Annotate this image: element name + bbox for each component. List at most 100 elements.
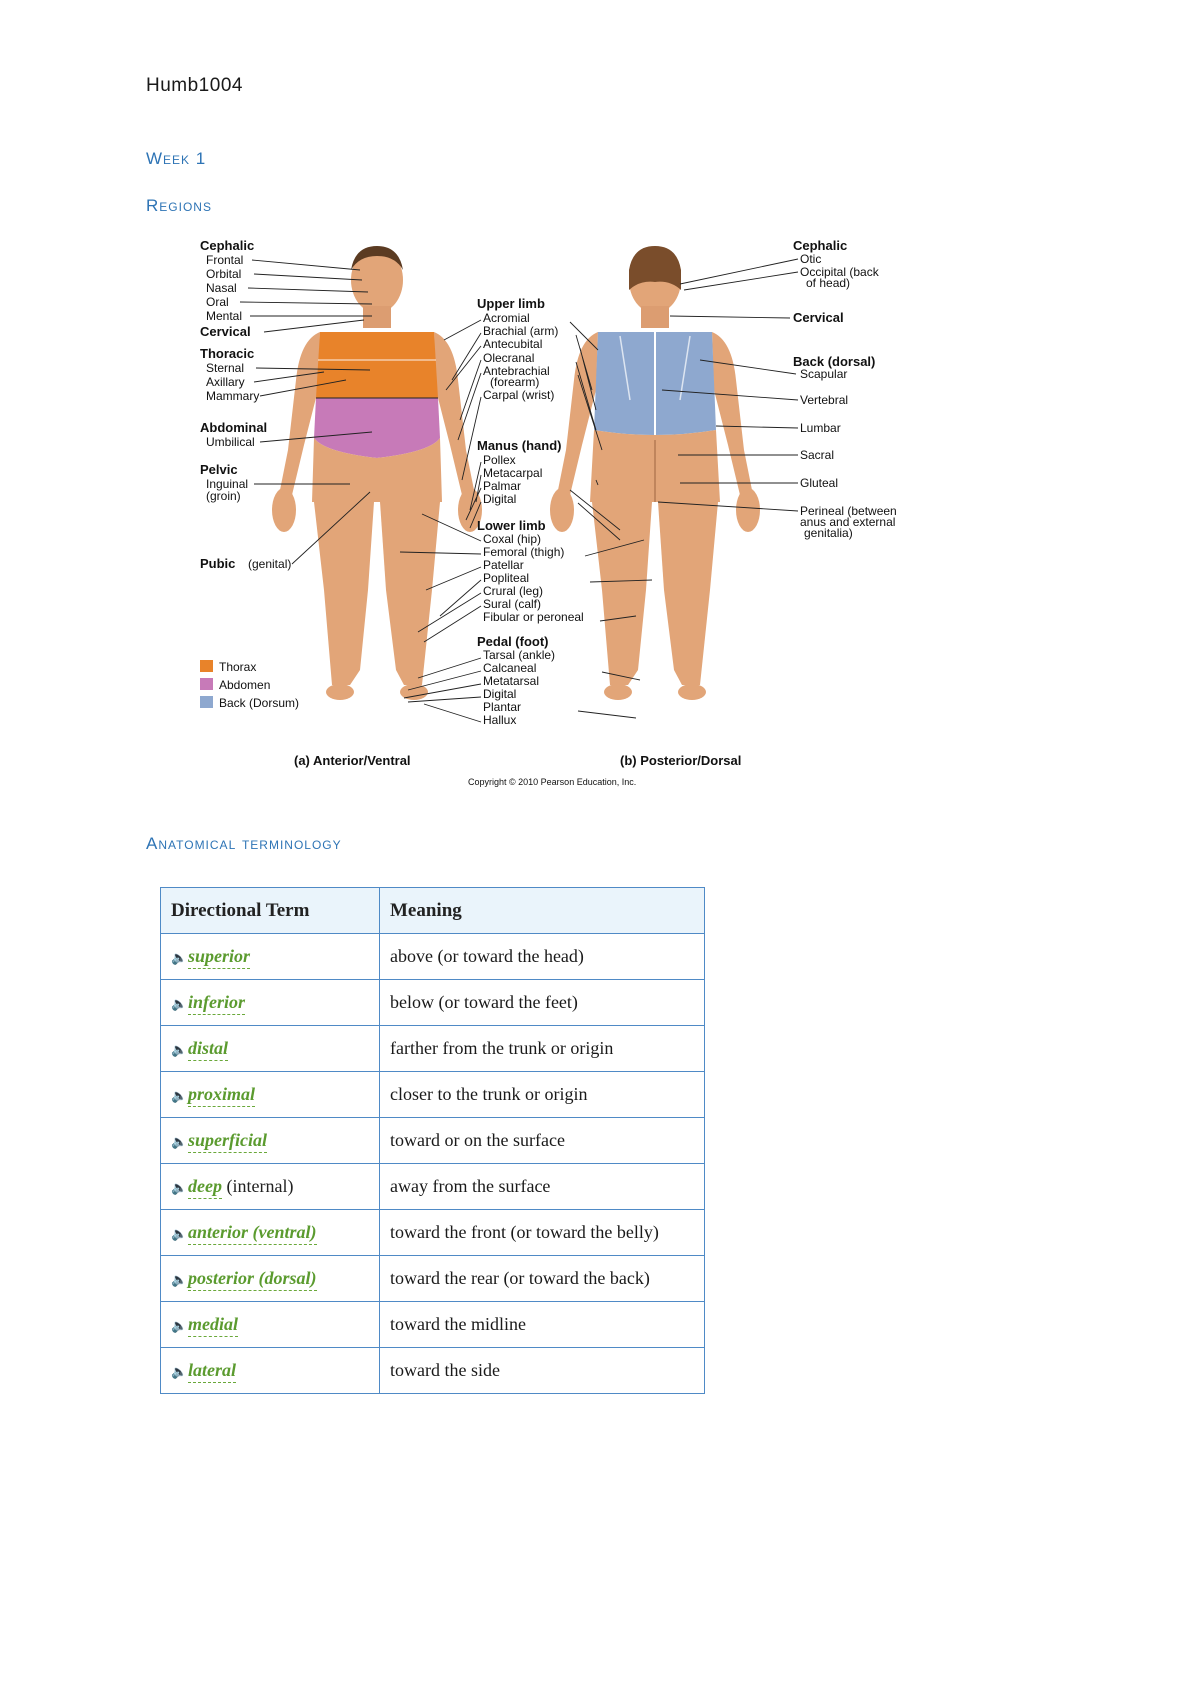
- table-row: 🔈inferior below (or toward the feet): [161, 980, 705, 1026]
- speaker-icon[interactable]: 🔈: [171, 1088, 188, 1104]
- label-axillary: Axillary: [206, 375, 245, 389]
- legend-label-thorax: Thorax: [219, 660, 256, 674]
- speaker-icon[interactable]: 🔈: [171, 1318, 188, 1334]
- speaker-icon[interactable]: 🔈: [171, 1180, 188, 1196]
- figure-copyright: Copyright © 2010 Pearson Education, Inc.: [468, 777, 636, 787]
- label-digital: Digital: [483, 492, 516, 506]
- label-lumbar: Lumbar: [800, 421, 841, 435]
- label-abdominal: Abdominal: [200, 420, 267, 435]
- term-link[interactable]: medial: [188, 1314, 238, 1337]
- label-palmar: Palmar: [483, 479, 521, 493]
- term-link[interactable]: anterior (ventral): [188, 1222, 317, 1245]
- label-metacarpal: Metacarpal: [483, 466, 542, 480]
- term-cell: 🔈anterior (ventral): [161, 1210, 380, 1256]
- label-gluteal: Gluteal: [800, 476, 838, 490]
- meaning-cell: toward the front (or toward the belly): [380, 1210, 705, 1256]
- label-lower-limb: Lower limb: [477, 518, 546, 533]
- label-femoral: Femoral (thigh): [483, 545, 564, 559]
- label-hallux: Hallux: [483, 713, 516, 727]
- speaker-icon[interactable]: 🔈: [171, 1226, 188, 1242]
- term-link[interactable]: proximal: [188, 1084, 255, 1107]
- table-row: 🔈proximal closer to the trunk or origin: [161, 1072, 705, 1118]
- label-pubic-note: (genital): [248, 557, 291, 571]
- label-crural: Crural (leg): [483, 584, 543, 598]
- legend-label-back: Back (Dorsum): [219, 696, 299, 710]
- table-row: 🔈superficial toward or on the surface: [161, 1118, 705, 1164]
- label-olecranal: Olecranal: [483, 351, 534, 365]
- speaker-icon[interactable]: 🔈: [171, 1272, 188, 1288]
- term-link[interactable]: inferior: [188, 992, 245, 1015]
- heading-terminology: Anatomical terminology: [146, 834, 342, 854]
- label-upper-limb: Upper limb: [477, 296, 545, 311]
- table-body: 🔈superior above (or toward the head) 🔈in…: [161, 934, 705, 1394]
- meaning-cell: farther from the trunk or origin: [380, 1026, 705, 1072]
- speaker-icon[interactable]: 🔈: [171, 1042, 188, 1058]
- meaning-cell: toward or on the surface: [380, 1118, 705, 1164]
- label-oral: Oral: [206, 295, 229, 309]
- label-metatarsal: Metatarsal: [483, 674, 539, 688]
- label-pollex: Pollex: [483, 453, 516, 467]
- region-legend: Thorax Abdomen Back (Dorsum): [200, 660, 299, 710]
- term-link[interactable]: deep: [188, 1176, 222, 1199]
- label-fibular: Fibular or peroneal: [483, 610, 584, 624]
- label-manus: Manus (hand): [477, 438, 562, 453]
- directional-terms-table: Directional Term Meaning 🔈superior above…: [160, 887, 705, 1394]
- label-cervical: Cervical: [200, 324, 251, 339]
- term-cell: 🔈inferior: [161, 980, 380, 1026]
- legend-swatch-abdomen: [200, 678, 213, 690]
- meaning-cell: closer to the trunk or origin: [380, 1072, 705, 1118]
- speaker-icon[interactable]: 🔈: [171, 1134, 188, 1150]
- legend-label-abdomen: Abdomen: [219, 678, 270, 692]
- term-link[interactable]: superior: [188, 946, 250, 969]
- label-otic: Otic: [800, 252, 821, 266]
- table-row: 🔈superior above (or toward the head): [161, 934, 705, 980]
- label-pubic: Pubic: [200, 556, 235, 571]
- label-scapular: Scapular: [800, 367, 847, 381]
- caption-posterior: (b) Posterior/Dorsal: [620, 753, 741, 768]
- label-frontal: Frontal: [206, 253, 243, 267]
- anterior-body: [272, 246, 482, 700]
- meaning-cell: above (or toward the head): [380, 934, 705, 980]
- label-perineal3: genitalia): [804, 526, 853, 540]
- label-pelvic: Pelvic: [200, 462, 238, 477]
- term-link[interactable]: superficial: [188, 1130, 267, 1153]
- term-link[interactable]: lateral: [188, 1360, 236, 1383]
- caption-anterior: (a) Anterior/Ventral: [294, 753, 411, 768]
- table-row: 🔈anterior (ventral) toward the front (or…: [161, 1210, 705, 1256]
- label-pedal: Pedal (foot): [477, 634, 549, 649]
- table-row: 🔈distal farther from the trunk or origin: [161, 1026, 705, 1072]
- term-cell: 🔈lateral: [161, 1348, 380, 1394]
- meaning-cell: toward the side: [380, 1348, 705, 1394]
- label-mental: Mental: [206, 309, 242, 323]
- header-directional-term: Directional Term: [161, 888, 380, 934]
- term-link[interactable]: distal: [188, 1038, 228, 1061]
- table-row: 🔈posterior (dorsal) toward the rear (or …: [161, 1256, 705, 1302]
- body-regions-diagram: Cephalic Frontal Orbital Nasal Oral Ment…: [200, 240, 940, 800]
- label-cervical-post: Cervical: [793, 310, 844, 325]
- label-umbilical: Umbilical: [206, 435, 255, 449]
- legend-swatch-thorax: [200, 660, 213, 672]
- term-cell: 🔈medial: [161, 1302, 380, 1348]
- speaker-icon[interactable]: 🔈: [171, 996, 188, 1012]
- label-vertebral: Vertebral: [800, 393, 848, 407]
- meaning-cell: away from the surface: [380, 1164, 705, 1210]
- label-sacral: Sacral: [800, 448, 834, 462]
- label-mammary: Mammary: [206, 389, 259, 403]
- term-cell: 🔈superficial: [161, 1118, 380, 1164]
- meaning-cell: toward the midline: [380, 1302, 705, 1348]
- posterior-body: [550, 246, 760, 700]
- course-code: Humb1004: [146, 75, 243, 97]
- label-occipital2: of head): [806, 276, 850, 290]
- label-acromial: Acromial: [483, 311, 530, 325]
- label-tarsal: Tarsal (ankle): [483, 648, 555, 662]
- speaker-icon[interactable]: 🔈: [171, 950, 188, 966]
- label-forearm: (forearm): [490, 375, 539, 389]
- label-antecubital: Antecubital: [483, 337, 542, 351]
- term-cell: 🔈distal: [161, 1026, 380, 1072]
- term-link[interactable]: posterior (dorsal): [188, 1268, 317, 1291]
- heading-regions: Regions: [146, 196, 212, 216]
- table-row: 🔈deep (internal) away from the surface: [161, 1164, 705, 1210]
- label-groin: (groin): [206, 489, 241, 503]
- body-regions-figure: Cephalic Frontal Orbital Nasal Oral Ment…: [200, 240, 940, 800]
- speaker-icon[interactable]: 🔈: [171, 1364, 188, 1380]
